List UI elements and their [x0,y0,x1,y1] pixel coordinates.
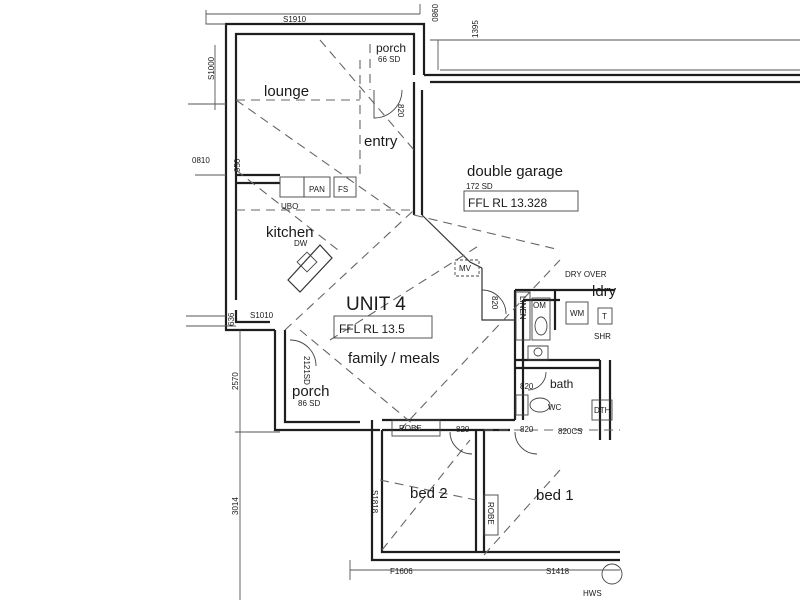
fixtures [279,44,623,585]
door-820-entry: 820 [396,104,405,118]
door-820-b: 820 [456,425,470,434]
room-kitchen: kitchen [266,224,314,241]
porch-left-door: 2121SD [302,356,311,385]
wm-label: WM [570,309,585,318]
room-labels: lounge porch entry double garage kitchen… [264,41,617,504]
top-sill: S1910 [283,15,307,24]
fs-label: FS [338,185,348,194]
hws-label: HWS [583,589,602,598]
wc-label: WC [548,403,562,412]
pan-label: PAN [309,185,325,194]
shr-label: SHR [594,332,611,341]
room-bed1: bed 1 [536,487,574,504]
robe-horizontal: ROBE [399,424,422,433]
garage-area: 172 SD [466,182,493,191]
left-sill-mid: S1010 [250,311,274,320]
om-label: OM [533,301,546,310]
ubo-label: UBO [281,202,298,211]
left-sill-top: S1000 [207,56,216,80]
unit-ffl-level: FFL RL 13.5 [339,322,405,336]
dimension-lines [186,4,800,600]
top-right-sill: 0980 [430,4,439,22]
linen-label: LINEN [518,296,527,320]
room-family-meals: family / meals [348,350,440,367]
annotations: 66 SD 172 SD 86 SD 2121SD S1910 0980 S10… [192,4,611,598]
door-820-d: 820 [520,425,534,434]
porch-left-area: 86 SD [298,399,320,408]
dw-label: DW [294,239,308,248]
room-porch-top: porch [376,41,406,55]
room-bed2: bed 2 [410,485,448,502]
garage-ffl-level: FFL RL 13.328 [468,196,547,210]
s1418-label: S1418 [546,567,570,576]
f1606-label: F1606 [390,567,413,576]
left-dim-950: 950 [233,158,242,172]
mv-label: MV [459,264,472,273]
room-double-garage: double garage [467,163,563,180]
robe-vertical: ROBE [486,502,495,525]
room-bath: bath [550,377,573,391]
door-820-a: 820 [490,296,499,310]
unit-label: UNIT 4 [346,294,406,315]
room-lounge: lounge [264,83,309,100]
walls [224,22,800,562]
s1818-label: S1818 [370,490,379,514]
level-boxes: FFL RL 13.328 FFL RL 13.5 [333,190,579,339]
dim-3014: 3014 [231,497,240,515]
room-ldry: ldry [592,283,617,300]
dim-1395: 1395 [471,20,480,38]
t-label: T [602,312,607,321]
porch-top-area: 66 SD [378,55,400,64]
room-porch-left: porch [292,383,330,400]
left-dim-0810: 0810 [192,156,210,165]
dim-2570: 2570 [231,372,240,390]
left-dim-636: 636 [227,312,236,326]
door-820-c: 820 [520,382,534,391]
dth-label: DTH [594,406,611,415]
room-entry: entry [364,133,398,150]
dashed-guides [235,39,620,556]
dry-over-label: DRY OVER [565,270,607,279]
door-820cs: 820CS [558,427,582,436]
